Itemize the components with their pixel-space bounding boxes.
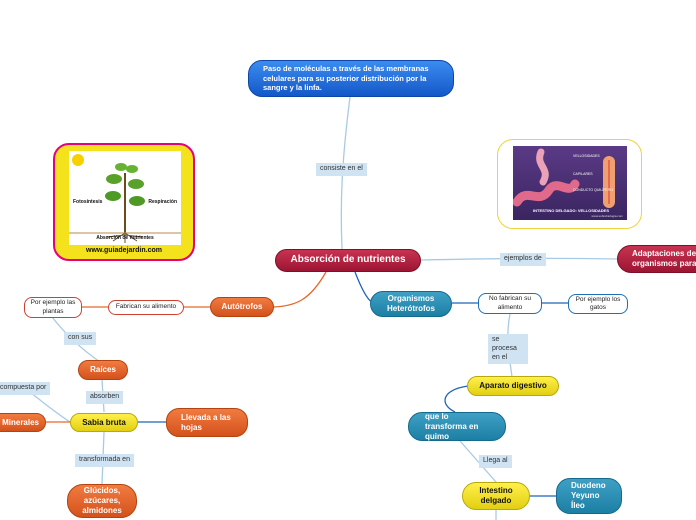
duodeno-node[interactable]: Duodeno Yeyuno Íleo [556, 478, 622, 514]
roots-icon [106, 232, 144, 243]
intestine-illustration: VELLOSIDADES CAPILARES CONDUCTO QUILÍFER… [513, 146, 627, 220]
heterotrofos-node[interactable]: Organismos Heterótrofos [370, 291, 452, 317]
link-root-to-heterotrofos [354, 271, 373, 303]
gatos-node[interactable]: Por ejemplo los gatos [568, 294, 628, 314]
label-con-sus: con sus [64, 332, 97, 345]
glucidos-node[interactable]: Glúcidos, azúcares, almidones [67, 484, 137, 518]
raices-node[interactable]: Raíces [78, 360, 128, 380]
savia-node[interactable]: Sabia bruta [70, 413, 138, 432]
intestine-icon [513, 179, 580, 207]
intestine-tag-1: VELLOSIDADES [573, 154, 600, 158]
label-transformada: transformada en [75, 454, 134, 467]
label-compuesta: compuesta por [0, 382, 51, 395]
llevada-node[interactable]: Llevada a las hojas [166, 408, 248, 437]
label-llega: Llega al [479, 455, 512, 468]
leaf-icon [106, 174, 122, 184]
link-root-to-autotrofos [273, 271, 327, 308]
intestine-image-frame: VELLOSIDADES CAPILARES CONDUCTO QUILÍFER… [497, 139, 642, 229]
link-aparato-to-quimo [444, 385, 469, 413]
minerales-node[interactable]: Minerales [0, 413, 46, 432]
intestine-title: INTESTINO DELGADO: VELLOSIDADES [533, 208, 610, 213]
label-absorben: absorben [86, 391, 124, 404]
plantas-node[interactable]: Por ejemplo las plantas [24, 297, 82, 318]
no-fabrican-node[interactable]: No fabrican su alimento [478, 293, 542, 314]
link-top-to-root [340, 96, 351, 250]
label-consiste: consiste en el [316, 163, 367, 176]
root-node[interactable]: Absorción de nutrientes [275, 249, 421, 272]
definition-node[interactable]: Paso de moléculas a través de las membra… [248, 60, 454, 97]
plant-illustration: Fotosíntesis Respiración Absorción de nu… [69, 151, 181, 245]
plant-image-frame: Fotosíntesis Respiración Absorción de nu… [53, 143, 195, 261]
fabrican-node[interactable]: Fabrican su alimento [108, 300, 184, 315]
autotrofos-node[interactable]: Autótrofos [210, 297, 274, 317]
link-quimo-to-intestino [459, 440, 497, 483]
intestino-delgado-node[interactable]: Intestino delgado [462, 482, 530, 510]
plant-caption: Absorción de nutrientes [96, 235, 154, 241]
intestine-tag-3: CONDUCTO QUILÍFERO [573, 188, 613, 192]
plant-label-right: Respiración [148, 199, 177, 205]
sun-icon [72, 154, 84, 166]
plant-url: www.guiadejardin.com [86, 247, 162, 254]
quimo-node[interactable]: que lo transforma en quimo [408, 412, 506, 441]
label-ejemplos: ejemplos de [500, 253, 546, 266]
label-se-procesa: se procesa en el [488, 334, 528, 365]
intestine-tag-2: CAPILARES [573, 172, 593, 176]
adaptaciones-node[interactable]: Adaptaciones de organismos para [617, 245, 696, 273]
intestine-site: www.sobrebiologia.com [591, 214, 623, 218]
aparato-digestivo-node[interactable]: Aparato digestivo [467, 376, 559, 396]
link-plantas-to-raices [51, 316, 101, 363]
plant-label-left: Fotosíntesis [73, 199, 103, 205]
